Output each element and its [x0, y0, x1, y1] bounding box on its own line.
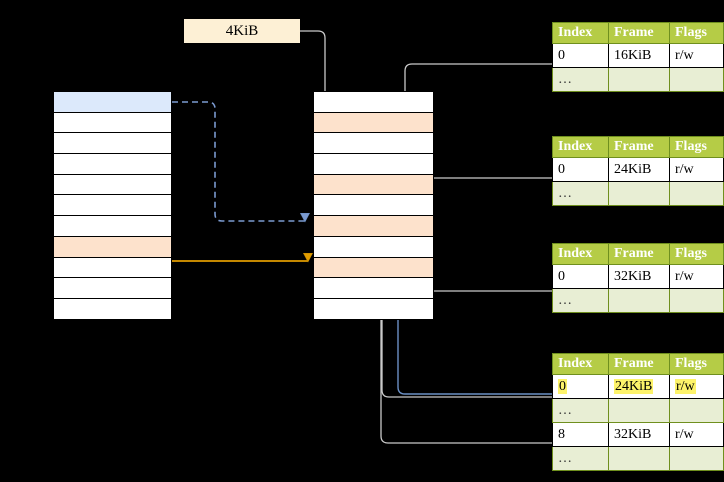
table-row: …: [552, 288, 724, 313]
physical-frame-row-7: [313, 235, 434, 258]
cell-frame: 24KiB: [608, 157, 670, 182]
virtual-page-row-3: [53, 153, 172, 175]
page-size-label: 4KiB: [184, 19, 300, 43]
physical-frame-row-10: [313, 297, 434, 320]
column-header-index: Index: [552, 136, 609, 158]
highlighted-value: r/w: [675, 378, 696, 394]
virtual-page-row-4: [53, 173, 172, 196]
virtual-page-row-7: [53, 235, 172, 258]
wire-blue-dashed-virtual-to-physical: [172, 101, 310, 223]
table-row: …: [552, 181, 724, 206]
column-header-frame: Frame: [608, 136, 670, 158]
cell-index: 0: [552, 157, 609, 182]
virtual-page-row-6: [53, 215, 172, 237]
column-header-index: Index: [552, 243, 609, 265]
physical-memory: [313, 91, 434, 320]
cell-index: 0: [552, 264, 609, 289]
table-row: …: [552, 67, 724, 92]
physical-frame-row-4: [313, 173, 434, 196]
table-row: …: [552, 446, 724, 471]
column-header-frame: Frame: [608, 22, 670, 44]
cell-index: …: [552, 181, 609, 206]
table-row: …: [552, 398, 724, 423]
cell-flags: r/w: [669, 264, 724, 289]
virtual-address-space: [53, 91, 172, 320]
cell-flags: [669, 398, 724, 423]
cell-frame: 24KiB: [608, 374, 670, 399]
virtual-page-row-9: [53, 277, 172, 299]
cell-frame: 32KiB: [608, 264, 670, 289]
column-header-flags: Flags: [669, 353, 724, 375]
cell-index: 8: [552, 422, 609, 447]
column-header-flags: Flags: [669, 243, 724, 265]
cell-index: …: [552, 398, 609, 423]
cell-frame: [608, 288, 670, 313]
cell-index: …: [552, 288, 609, 313]
column-header-index: Index: [552, 22, 609, 44]
physical-frame-row-8: [313, 256, 434, 279]
cell-index: …: [552, 446, 609, 471]
cell-index: …: [552, 67, 609, 92]
virtual-page-row-2: [53, 132, 172, 155]
column-header-flags: Flags: [669, 22, 724, 44]
cell-frame: [608, 67, 670, 92]
column-header-flags: Flags: [669, 136, 724, 158]
physical-frame-row-6: [313, 215, 434, 237]
physical-frame-row-9: [313, 277, 434, 299]
virtual-page-row-0: [53, 91, 172, 113]
physical-frame-row-0: [313, 91, 434, 113]
virtual-page-row-8: [53, 256, 172, 279]
cell-flags: r/w: [669, 43, 724, 68]
virtual-page-row-5: [53, 194, 172, 217]
cell-flags: [669, 181, 724, 206]
cell-flags: r/w: [669, 374, 724, 399]
cell-flags: r/w: [669, 422, 724, 447]
cell-flags: [669, 446, 724, 471]
cell-frame: 16KiB: [608, 43, 670, 68]
cell-frame: [608, 446, 670, 471]
cell-index: 0: [552, 43, 609, 68]
physical-frame-row-2: [313, 132, 434, 155]
cell-frame: 32KiB: [608, 422, 670, 447]
cell-flags: r/w: [669, 157, 724, 182]
cell-frame: [608, 181, 670, 206]
virtual-page-row-10: [53, 297, 172, 320]
physical-frame-row-5: [313, 194, 434, 217]
wire-table2-to-frame: [416, 177, 552, 224]
physical-frame-row-1: [313, 111, 434, 134]
column-header-frame: Frame: [608, 353, 670, 375]
virtual-page-row-1: [53, 111, 172, 134]
table-row: 0 24KiB r/w: [552, 374, 724, 399]
highlighted-value: 24KiB: [614, 378, 654, 394]
cell-flags: [669, 67, 724, 92]
cell-frame: [608, 398, 670, 423]
cell-flags: [669, 288, 724, 313]
column-header-index: Index: [552, 353, 609, 375]
column-header-frame: Frame: [608, 243, 670, 265]
physical-frame-row-3: [313, 153, 434, 175]
highlighted-value: 0: [558, 378, 567, 394]
cell-index: 0: [552, 374, 609, 399]
